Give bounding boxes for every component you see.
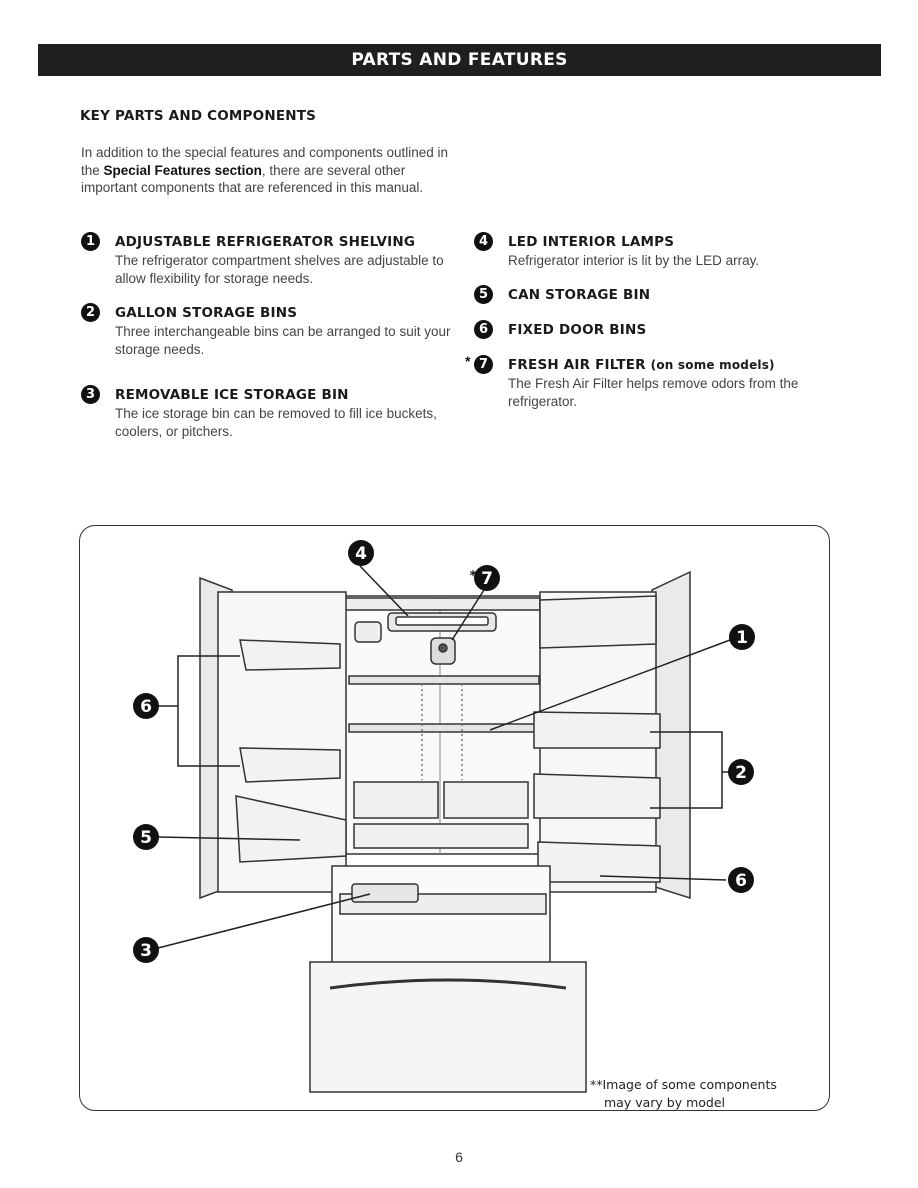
item-number-badge: 6 [474, 320, 493, 339]
diagram-footnote-line2: may vary by model [604, 1095, 726, 1110]
callout-label-6-left: 6 [140, 697, 152, 717]
optional-asterisk: * [465, 353, 471, 369]
item-title: FRESH AIR FILTER (on some models) [508, 357, 775, 373]
shelf-middle [348, 723, 540, 733]
diagram-footnote-line1: **Image of some components [590, 1077, 777, 1092]
callout-badge-6-right [728, 867, 754, 893]
item-title: FIXED DOOR BINS [508, 321, 647, 338]
item-title: LED INTERIOR LAMPS [508, 233, 675, 250]
leader-line-5 [157, 836, 301, 841]
item-title-main: FRESH AIR FILTER [508, 356, 646, 373]
pantry-drawer [353, 823, 529, 849]
gallon-bin-upper [533, 711, 661, 749]
item-fixed-door-bins: 6 FIXED DOOR BINS [474, 320, 834, 339]
callout-badge-7 [474, 565, 500, 591]
item-number-badge: 2 [81, 303, 100, 322]
callout-badge-4 [348, 540, 374, 566]
crisper-drawer-right [443, 781, 529, 819]
leader-bracket-2 [650, 731, 723, 809]
callout-label-1: 1 [736, 628, 748, 648]
callout-label-5: 5 [140, 828, 152, 848]
item-gallon-storage-bins: 2 GALLON STORAGE BINS Three interchangea… [81, 303, 451, 359]
item-title: GALLON STORAGE BINS [115, 304, 298, 321]
freezer-compartment [331, 865, 551, 967]
item-number-badge: 7 [474, 355, 493, 374]
item-number-badge: 5 [474, 285, 493, 304]
callout-asterisk-7: * [470, 569, 477, 584]
diagram-footnote: **Image of some components may vary by m… [590, 1076, 777, 1112]
ice-storage-bin [351, 883, 419, 903]
item-number-badge: 1 [81, 232, 100, 251]
left-door-can-bin [235, 795, 347, 863]
shelf-upper [348, 675, 540, 685]
item-description: Refrigerator interior is lit by the LED … [508, 253, 760, 268]
leader-line-6-right [599, 875, 727, 881]
leader-bracket-6-left [177, 655, 240, 767]
item-title: CAN STORAGE BIN [508, 286, 651, 303]
item-description: The ice storage bin can be removed to fi… [115, 406, 437, 439]
item-description: The refrigerator compartment shelves are… [115, 253, 444, 286]
page-header-title: PARTS AND FEATURES [351, 50, 568, 70]
left-door-bin-top [239, 639, 341, 671]
callout-badge-2 [728, 759, 754, 785]
section-title: KEY PARTS AND COMPONENTS [80, 108, 317, 124]
gallon-bin-lower [533, 773, 661, 819]
page-number: 6 [455, 1149, 463, 1165]
interior-water-dispenser [354, 621, 382, 643]
cabinet-top-trim [339, 597, 541, 611]
callout-label-6-right: 6 [735, 871, 747, 891]
leader-line-1 [489, 639, 731, 731]
intro-paragraph: In addition to the special features and … [81, 144, 451, 197]
intro-text-before: In addition to the special features and … [81, 145, 448, 178]
item-can-storage-bin: 5 CAN STORAGE BIN [474, 285, 834, 304]
right-door-bin-bottom [537, 841, 661, 883]
item-removable-ice-bin: 3 REMOVABLE ICE STORAGE BIN The ice stor… [81, 385, 451, 441]
fresh-air-filter-knob [438, 643, 448, 653]
item-title: ADJUSTABLE REFRIGERATOR SHELVING [115, 233, 416, 250]
leader-line-7 [451, 589, 485, 641]
callout-badge-1 [729, 624, 755, 650]
left-door-bin-middle [239, 747, 341, 783]
freezer-drawer-handle [329, 978, 567, 990]
led-lamp-strip [395, 616, 489, 626]
item-title: REMOVABLE ICE STORAGE BIN [115, 386, 349, 403]
callout-label-2: 2 [735, 763, 747, 783]
item-adjustable-shelving: 1 ADJUSTABLE REFRIGERATOR SHELVING The r… [81, 232, 451, 288]
item-led-interior-lamps: 4 LED INTERIOR LAMPS Refrigerator interi… [474, 232, 834, 270]
item-title-suffix: (on some models) [650, 357, 775, 372]
callout-label-4: 4 [355, 544, 367, 564]
item-number-badge: 4 [474, 232, 493, 251]
intro-text-bold: Special Features section [103, 162, 262, 178]
callout-label-3: 3 [140, 941, 152, 961]
intro-text-after: , there are several other important comp… [81, 162, 424, 196]
leader-line-4 [359, 565, 409, 617]
item-description: Three interchangeable bins can be arrang… [115, 324, 451, 357]
callout-badge-5 [133, 824, 159, 850]
callout-badge-3 [133, 937, 159, 963]
crisper-drawer-left [353, 781, 439, 819]
callout-label-7: 7 [481, 569, 493, 589]
page-header-bar: PARTS AND FEATURES [38, 44, 881, 76]
diagram-frame [79, 525, 830, 1111]
leader-line-3 [157, 893, 371, 949]
item-description: The Fresh Air Filter helps remove odors … [508, 376, 799, 409]
right-door-upper-compartment [539, 595, 657, 649]
item-fresh-air-filter: 7 FRESH AIR FILTER (on some models) The … [474, 355, 854, 411]
callout-badge-6-left [133, 693, 159, 719]
item-number-badge: 3 [81, 385, 100, 404]
